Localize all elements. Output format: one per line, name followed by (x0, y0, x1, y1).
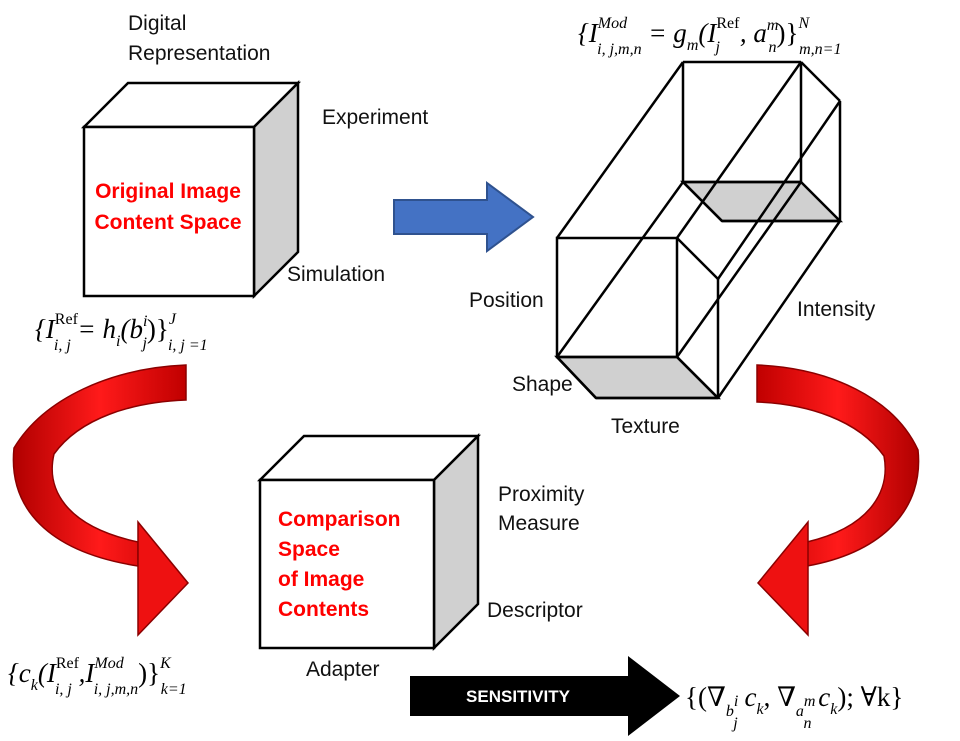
box-modified (554, 60, 844, 400)
edge (556, 356, 597, 399)
cube-original (80, 79, 302, 300)
edge (555, 61, 685, 239)
cube-comparison-title-4: Contents (278, 598, 369, 621)
edge (800, 61, 841, 102)
label-adapter: Adapter (306, 658, 380, 681)
cube-comparison-front (258, 478, 436, 650)
label-texture: Texture (611, 415, 680, 438)
red-arrow-left (12, 364, 190, 637)
edge (675, 181, 803, 358)
label-experiment: Experiment (322, 106, 428, 129)
cube-original-front (82, 125, 256, 298)
cube-comparison (256, 432, 482, 652)
sensitivity-arrow (410, 656, 680, 736)
cube-comparison-title-2: Space (278, 538, 340, 561)
cube-original-title-2: Content Space (94, 211, 241, 234)
edge (716, 100, 842, 280)
red-arrow-left-body (12, 364, 187, 567)
label-descriptor: Descriptor (487, 599, 583, 622)
label-shape: Shape (512, 373, 573, 396)
edge (676, 356, 719, 399)
cube-original-title-1: Original Image (95, 180, 241, 203)
box-end-bottom-shade (554, 355, 722, 400)
edge (676, 237, 719, 280)
label-representation: Representation (128, 42, 270, 65)
red-arrow-right (756, 364, 920, 637)
box-front-face (555, 236, 679, 359)
edge (716, 220, 842, 399)
red-arrow-right-body (756, 364, 920, 567)
blue-arrow (393, 181, 535, 253)
red-arrow-left-head (137, 519, 190, 637)
cube-comparison-title-1: Comparison (278, 508, 401, 531)
label-position: Position (469, 289, 544, 312)
label-measure: Measure (498, 512, 580, 535)
label-proximity: Proximity (498, 483, 585, 506)
edge (675, 61, 803, 239)
label-simulation: Simulation (287, 263, 385, 286)
cube-comparison-title-3: of Image (278, 568, 364, 591)
sensitivity-label: SENSITIVITY (466, 687, 571, 706)
label-intensity: Intensity (797, 298, 876, 321)
label-digital: Digital (128, 12, 186, 35)
edge (555, 181, 685, 358)
red-arrow-right-head (756, 519, 809, 637)
